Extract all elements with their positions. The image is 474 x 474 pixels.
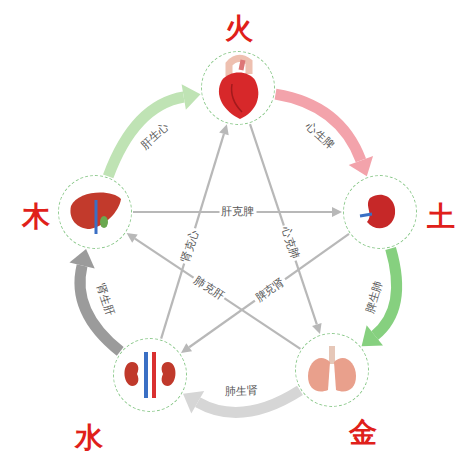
element-circle: 土 (343, 175, 417, 249)
heart-illustration (219, 58, 258, 119)
generation-arrow (69, 249, 120, 351)
relation-label: 肺克肝 (190, 272, 228, 303)
circle-grounds (59, 52, 416, 411)
generation-arrow (276, 94, 374, 176)
element-name: 水 (75, 424, 103, 452)
relation-label: 脾生肺 (363, 277, 386, 316)
control-arrow (127, 233, 301, 349)
generation-arrow (108, 84, 200, 176)
element-name: 金 (349, 419, 377, 447)
element-circle: 金 (295, 333, 369, 407)
relation-label: 脾克肾 (251, 274, 289, 306)
element-name: 木 (22, 203, 50, 231)
relation-label: 肺生肾 (223, 384, 260, 398)
element-circle: 火 (201, 51, 275, 125)
element-name: 土 (427, 203, 455, 231)
generation-arrow (362, 248, 397, 346)
relation-label: 肾生肝 (93, 280, 117, 319)
control-arrow (161, 124, 229, 338)
liver-illustration (70, 193, 121, 234)
relation-label: 肾克心 (178, 226, 201, 265)
spleen-illustration (360, 195, 395, 229)
relation-label: 心克肺 (278, 223, 302, 262)
element-circle: 木 (58, 175, 132, 249)
control-arrow (250, 124, 322, 334)
element-circle: 水 (113, 338, 187, 412)
kidneys-illustration (125, 352, 176, 398)
lungs-illustration (308, 346, 356, 391)
relation-label: 肝克脾 (219, 205, 256, 218)
element-name: 火 (225, 15, 253, 43)
